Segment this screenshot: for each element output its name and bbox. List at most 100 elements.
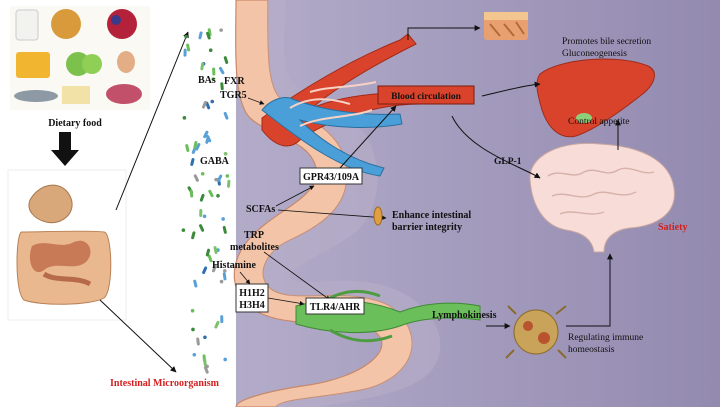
digestive-tract-image — [7, 169, 127, 321]
microbe — [219, 279, 224, 284]
microbe — [203, 366, 209, 374]
microbe — [205, 134, 212, 143]
microbe — [190, 158, 195, 166]
h-receptor-box — [235, 283, 269, 313]
microbe — [184, 34, 188, 39]
microbe — [192, 352, 197, 357]
lymphokinesis-label: Lymphokinesis — [432, 310, 497, 321]
microbe — [208, 48, 213, 53]
microbe — [198, 31, 203, 40]
satiety-label: Satiety — [658, 222, 687, 233]
arrow-immune-to-brain — [566, 253, 613, 327]
control-appetite-label: Control appetite — [568, 117, 629, 127]
tlr-label: TLR4/AHR — [310, 302, 361, 313]
microbe — [193, 141, 198, 149]
arrow-tgr5 — [247, 97, 265, 105]
lumen-area — [176, 0, 236, 407]
liver-image — [536, 58, 655, 138]
blood-circulation-label: Blood circulation — [391, 92, 461, 102]
microbe — [199, 193, 205, 202]
microbe — [220, 315, 224, 324]
microbe — [222, 269, 227, 273]
immune-cell-image — [505, 305, 567, 359]
arrow-scfas-barrier — [277, 209, 387, 221]
microbe — [200, 62, 205, 71]
fxr-label: FXR — [224, 76, 245, 87]
tight-junction-marker — [373, 206, 383, 226]
arrow-h-tlr — [267, 297, 305, 306]
microbe — [206, 31, 211, 40]
h1h2-label: H1H2 — [239, 288, 265, 299]
down-arrow-icon — [51, 132, 79, 166]
immune-line1: Regulating immune — [568, 333, 643, 343]
microbe — [213, 246, 218, 255]
microbe — [199, 208, 203, 217]
microbe — [223, 357, 227, 362]
microbe — [222, 272, 227, 281]
bas-label: BAs — [198, 75, 216, 86]
microbe — [220, 82, 224, 91]
gpr-box — [299, 167, 363, 185]
dietary-food-image — [10, 6, 150, 110]
microbe — [196, 337, 200, 346]
microbe — [191, 327, 195, 332]
microbe — [182, 116, 187, 120]
microbe — [223, 152, 228, 156]
dietary-food-label: Dietary food — [48, 118, 102, 129]
trp-line2: metabolites — [230, 242, 279, 253]
microbe — [202, 214, 207, 219]
microbe — [216, 174, 223, 183]
microbe — [203, 130, 209, 139]
microbe — [219, 28, 223, 32]
microbe — [208, 189, 214, 198]
enhance-line2: barrier integrity — [392, 222, 462, 233]
microbe — [223, 111, 229, 120]
microbe — [190, 308, 195, 313]
microbe — [212, 67, 216, 76]
microbe — [199, 224, 205, 232]
microbe — [214, 177, 218, 182]
microbe — [201, 100, 207, 109]
arrow-to-tissue — [407, 25, 481, 40]
microbe — [189, 189, 194, 198]
arrow-to-microorganism — [99, 299, 177, 373]
tissue-image — [484, 12, 528, 40]
microbe — [181, 228, 186, 232]
arrow-gpr-to-blood — [339, 105, 397, 169]
microbe — [226, 179, 231, 188]
promotes-line2: Gluconeogenesis — [562, 49, 627, 59]
brain-image — [529, 142, 675, 253]
microbe — [202, 266, 208, 275]
microbe — [210, 99, 215, 104]
intestinal-microorganism-label: Intestinal Microorganism — [110, 378, 220, 389]
histamine-label: Histamine — [212, 260, 256, 271]
arrow-to-liver — [481, 81, 541, 97]
immune-line2: homeostasis — [568, 345, 615, 355]
microbe — [193, 174, 199, 182]
microbe — [186, 43, 191, 52]
microbe — [183, 48, 187, 57]
microbe — [218, 66, 225, 75]
microbe — [203, 335, 207, 340]
enhance-line1: Enhance intestinal — [392, 210, 471, 221]
microbe — [223, 56, 229, 64]
tgr5-label: TGR5 — [220, 90, 247, 101]
microbe — [225, 174, 230, 178]
tlr-box — [305, 297, 365, 315]
microbe — [193, 279, 198, 288]
microbe — [222, 225, 227, 234]
h3h4-label: H3H4 — [239, 300, 265, 311]
microbe — [211, 264, 217, 273]
glp1-label: GLP-1 — [494, 157, 522, 167]
arrow-glp1 — [451, 115, 541, 179]
arrow-trp-tlr — [263, 251, 331, 301]
microbe — [203, 358, 207, 367]
arrow-histamine — [239, 271, 251, 285]
microbe — [191, 231, 196, 240]
arrow-scfas-gpr — [275, 185, 315, 207]
scfas-label: SCFAs — [246, 204, 275, 215]
microbe — [205, 248, 211, 257]
gpr-label: GPR43/109A — [303, 172, 360, 183]
microbe — [216, 193, 220, 198]
